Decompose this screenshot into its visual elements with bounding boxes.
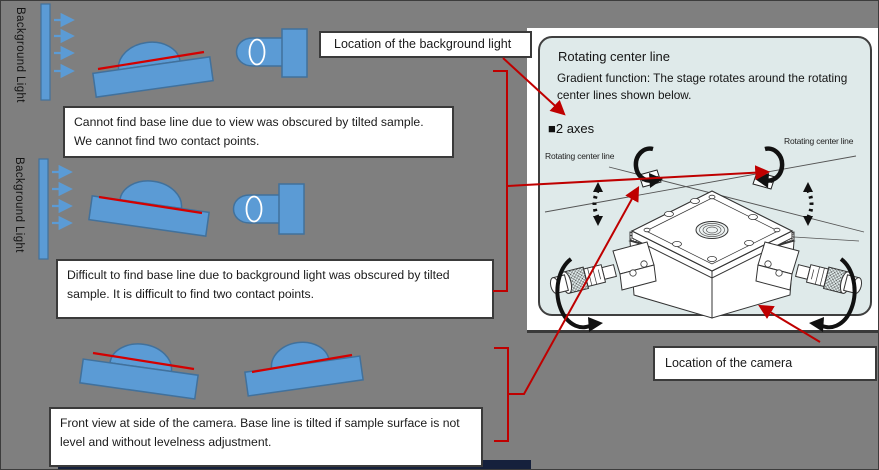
note-view-obscured: Cannot find base line due to view was ob…: [63, 106, 454, 158]
camera-lens-icon: [248, 38, 266, 66]
camera-body: [278, 183, 305, 235]
bracket-top: [493, 70, 508, 292]
background-light-label-top: Background Light: [14, 7, 26, 103]
note-light-obscured: Difficult to find base line due to backg…: [56, 259, 494, 319]
note-front-view: Front view at side of the camera. Base l…: [49, 407, 483, 467]
panel-title: Rotating center line: [558, 49, 671, 64]
front-view-sample-left-icon: [79, 343, 199, 400]
camera-lens-icon: [245, 195, 263, 223]
camera-barrel: [235, 37, 286, 67]
callout-camera: Location of the camera: [653, 346, 877, 381]
baseline-front-left: [92, 351, 195, 371]
light-panel-top-icon: [40, 3, 75, 101]
tilted-sample-top-icon: [92, 41, 214, 98]
baseline-middle: [98, 195, 203, 215]
camera-top-icon: [235, 28, 308, 78]
rotating-center-line-label-right: Rotating center line: [784, 136, 854, 146]
front-view-sample-right-icon: [244, 341, 364, 397]
light-rays-top: [54, 12, 75, 79]
tilted-sample-middle-icon: [88, 180, 210, 237]
panel-axes-bullet: ■2 axes: [548, 121, 595, 136]
background-light-label-middle: Background Light: [13, 157, 25, 253]
rotating-center-line-label-left: Rotating center line: [545, 151, 615, 161]
light-panel-middle-icon: [38, 158, 73, 260]
panel-description: Gradient function: The stage rotates aro…: [557, 71, 848, 102]
light-rays-middle: [52, 164, 73, 231]
camera-barrel: [232, 194, 283, 224]
camera-middle-icon: [232, 183, 305, 235]
bracket-bottom: [494, 347, 509, 442]
baseline-top: [97, 50, 205, 71]
baseline-front-right: [251, 353, 353, 374]
callout-background-light: Location of the background light: [319, 31, 532, 58]
camera-body: [281, 28, 308, 78]
